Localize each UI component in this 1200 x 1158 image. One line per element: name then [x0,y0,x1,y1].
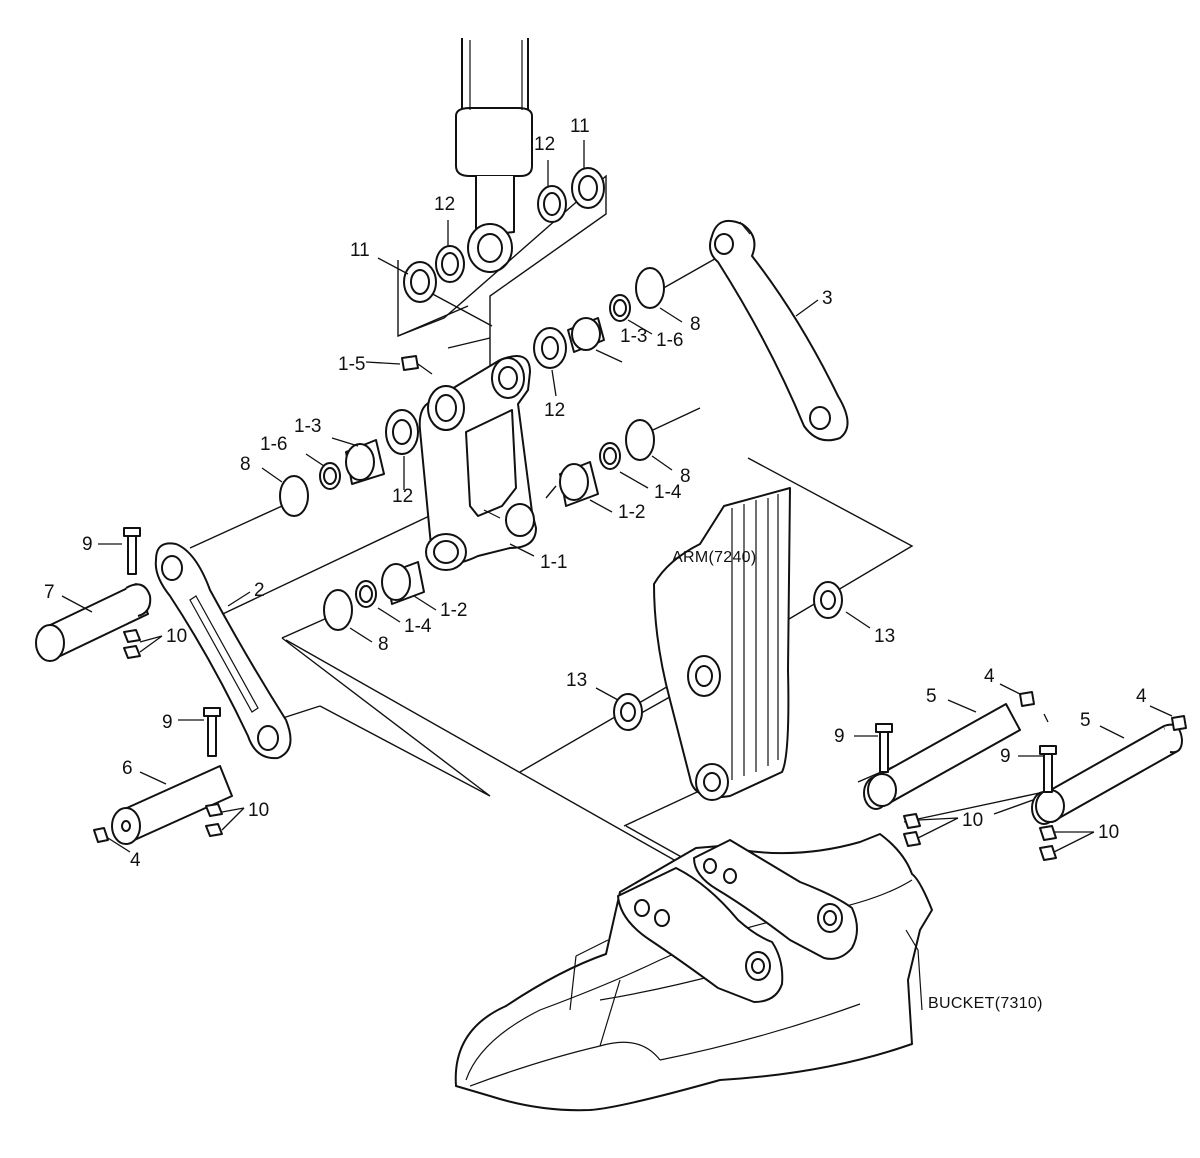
arm [653,487,791,801]
part-label-1: 11 [350,240,370,261]
leader-lines [61,140,1173,853]
part-label-30: 13 [874,626,895,647]
grease-nipple-1-5 [401,355,433,375]
link-2 [154,542,292,760]
part-label-9: 12 [392,486,413,507]
part-label-22: 2 [254,580,265,601]
part-label-2: 12 [434,194,455,215]
part-label-38: 10 [962,810,983,831]
caption-bucket: BUCKET(7310) [928,995,1043,1012]
part-label-31: 13 [566,670,587,691]
washer-group-top [403,167,605,303]
part-label-36: 9 [834,726,845,747]
part-label-29: 4 [130,850,141,871]
part-label-11: 1-6 [656,330,683,351]
part-label-33: 5 [926,686,937,707]
part-label-10: 1-3 [620,326,647,347]
part-label-32: 4 [984,666,995,687]
pin-6 [111,707,233,845]
part-label-39: 10 [1098,822,1119,843]
caption-arm: ARM(7240) [672,549,757,566]
part-label-35: 5 [1080,710,1091,731]
part-label-14: 3 [822,288,833,309]
link-1-1 [418,355,537,571]
part-label-7: 1-6 [260,434,287,455]
part-label-37: 9 [1000,746,1011,767]
bushings-seals [279,267,665,631]
part-label-21: 10 [166,626,187,647]
part-label-28: 10 [248,800,269,821]
part-label-18: 1-1 [540,552,567,573]
link-3 [709,220,849,442]
part-label-34: 4 [1136,686,1147,707]
bucket [454,833,933,1112]
part-label-25: 8 [378,634,389,655]
part-label-15: 8 [680,466,691,487]
part-label-6: 1-3 [294,416,321,437]
part-label-13: 8 [690,314,701,335]
part-label-12: 12 [544,400,565,421]
pin-7 [35,527,152,662]
part-label-4: 11 [570,116,590,137]
pins-5 [863,691,1187,861]
part-label-20: 7 [44,582,55,603]
part-label-17: 1-2 [618,502,645,523]
assembly-lines [189,174,1045,913]
part-label-19: 9 [82,534,93,555]
part-label-23: 1-2 [440,600,467,621]
part-label-16: 1-4 [654,482,682,503]
part-label-5: 1-5 [338,354,365,375]
nuts-left [93,629,223,843]
part-label-26: 9 [162,712,173,733]
part-label-8: 8 [240,454,251,475]
part-label-24: 1-4 [404,616,432,637]
part-label-3: 12 [534,134,555,155]
cylinder-rod [455,38,533,273]
part-label-27: 6 [122,758,133,779]
washers-13 [613,581,843,731]
